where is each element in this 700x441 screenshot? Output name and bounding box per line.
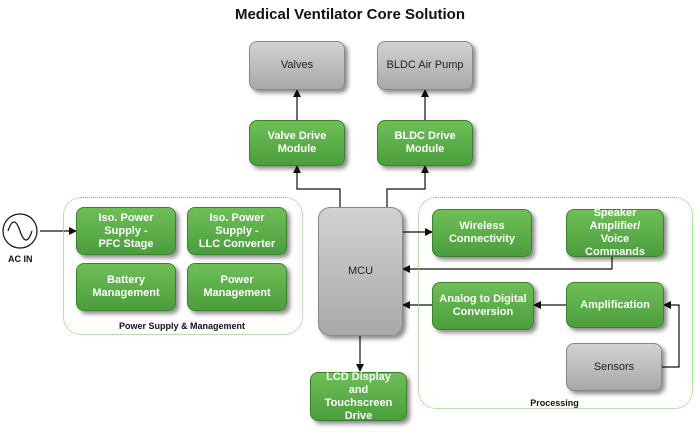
processing-group-label: Processing xyxy=(530,398,579,408)
battery-management-block: Battery Management xyxy=(76,263,176,311)
battery-label: Battery Management xyxy=(92,274,160,299)
valve-drive-label: Valve Drive Module xyxy=(267,130,327,155)
amplification-block: Amplification xyxy=(566,282,664,328)
sensors-block: Sensors xyxy=(566,343,662,391)
bldc-air-pump-block: BLDC Air Pump xyxy=(377,41,473,90)
arrow-speaker-to-mcu xyxy=(402,257,613,273)
mcu-block: MCU xyxy=(318,207,403,336)
lcd-label: LCD Display and Touchscreen Drive xyxy=(324,370,393,422)
bldc-drive-label: BLDC Drive Module xyxy=(394,130,456,155)
adc-block: Analog to Digital Conversion xyxy=(432,282,534,330)
valve-drive-module-block: Valve Drive Module xyxy=(249,120,345,166)
diagram-title: Medical Ventilator Core Solution xyxy=(234,6,466,23)
bldc-air-pump-label: BLDC Air Pump xyxy=(386,59,464,71)
power-supply-group xyxy=(63,197,303,335)
sensors-label: Sensors xyxy=(593,360,635,373)
wireless-connectivity-block: Wireless Connectivity xyxy=(432,209,532,257)
power-management-label: Power Management xyxy=(203,274,271,299)
mcu-label: MCU xyxy=(347,265,374,277)
valves-label: Valves xyxy=(280,59,314,71)
ac-source-icon xyxy=(2,213,38,249)
llc-label: Iso. Power Supply - LLC Converter xyxy=(198,211,276,250)
speaker-label: Speaker Amplifier/ Voice Commands xyxy=(585,207,645,258)
speaker-amplifier-block: Speaker Amplifier/ Voice Commands xyxy=(566,207,664,258)
power-management-block: Power Management xyxy=(187,263,287,311)
power-group-label: Power Supply & Management xyxy=(118,321,246,331)
llc-converter-block: Iso. Power Supply - LLC Converter xyxy=(187,207,287,255)
wireless-label: Wireless Connectivity xyxy=(448,220,515,245)
processing-group xyxy=(418,197,693,409)
arrow-sensors-to-amp xyxy=(662,301,680,368)
pfc-label: Iso. Power Supply - PFC Stage xyxy=(98,211,154,250)
amplification-label: Amplification xyxy=(580,298,650,311)
arrow-mcu-to-valvedrive xyxy=(293,165,341,207)
adc-label: Analog to Digital Conversion xyxy=(439,293,527,318)
ac-in-label: AC IN xyxy=(8,254,33,264)
lcd-display-block: LCD Display and Touchscreen Drive xyxy=(310,370,407,422)
arrow-mcu-to-bldcdrive xyxy=(386,165,429,207)
bldc-drive-module-block: BLDC Drive Module xyxy=(377,120,473,166)
pfc-stage-block: Iso. Power Supply - PFC Stage xyxy=(76,207,176,255)
valves-block: Valves xyxy=(249,41,345,90)
